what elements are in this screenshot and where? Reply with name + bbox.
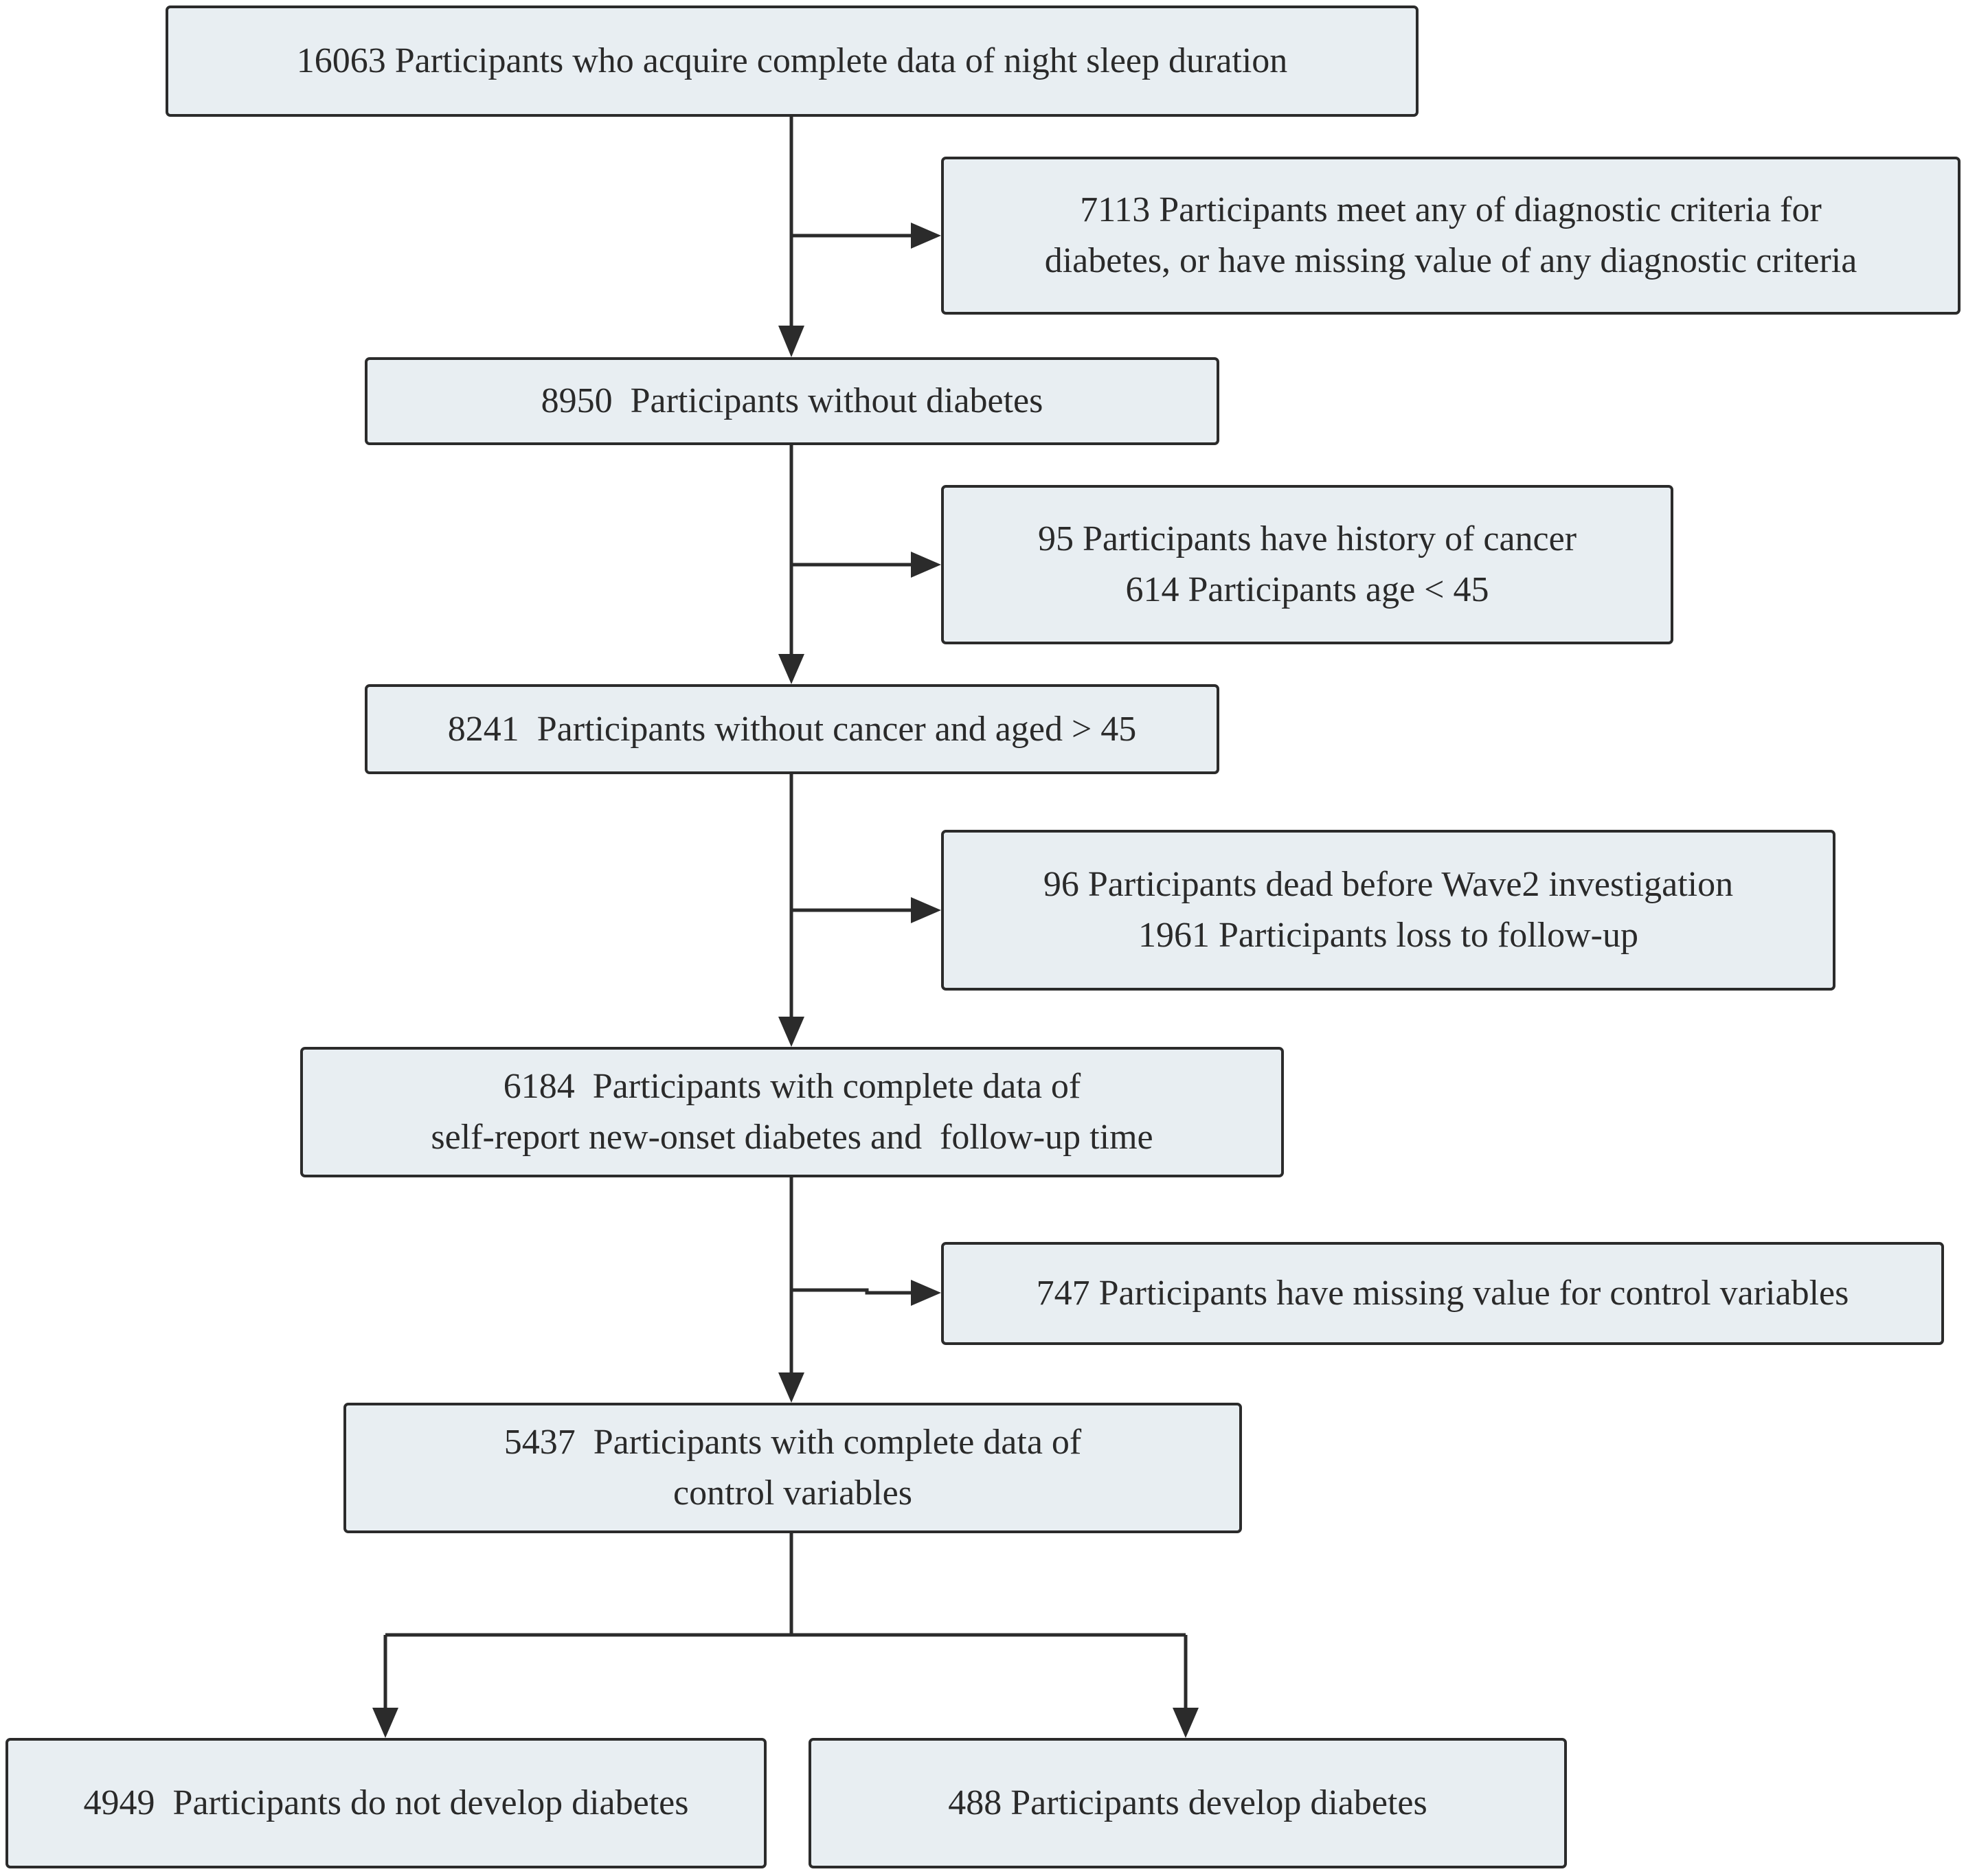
box-text-line: 4949 Participants do not develop diabete… xyxy=(83,1783,689,1822)
box-text-line: control variables xyxy=(673,1473,912,1513)
box-text-line: 7113 Participants meet any of diagnostic… xyxy=(1080,190,1822,229)
arrowhead-down-step4 xyxy=(778,1017,804,1047)
connector-branch-excl4 xyxy=(791,1288,914,1295)
box-text-line: 6184 Participants with complete data of xyxy=(503,1067,1081,1106)
box-initial-participants: 16063 Participants who acquire complete … xyxy=(166,5,1419,117)
arrowhead-down-step2 xyxy=(778,326,804,357)
box-text-line: 96 Participants dead before Wave2 invest… xyxy=(1043,865,1734,904)
box-without-diabetes: 8950 Participants without diabetes xyxy=(365,357,1219,445)
box-text-line: self-report new-onset diabetes and follo… xyxy=(431,1118,1153,1157)
box-text-line: 614 Participants age < 45 xyxy=(1125,570,1489,609)
arrowhead-down-outcome-yes xyxy=(1173,1708,1199,1738)
arrowhead-right-excl3 xyxy=(911,897,941,923)
arrowhead-right-excl2 xyxy=(911,552,941,578)
box-text-line: 5437 Participants with complete data of xyxy=(504,1423,1082,1462)
box-text-line: 95 Participants have history of cancer xyxy=(1037,519,1577,558)
arrowhead-right-excl1 xyxy=(911,223,941,249)
box-text-line: 1961 Participants loss to follow-up xyxy=(1138,916,1638,955)
box-outcome-no-diabetes: 4949 Participants do not develop diabete… xyxy=(5,1738,767,1868)
box-text-line: 488 Participants develop diabetes xyxy=(948,1783,1427,1822)
box-text-line: 747 Participants have missing value for … xyxy=(1036,1274,1849,1313)
box-exclusion-cancer-age: 95 Participants have history of cancer 6… xyxy=(941,485,1673,644)
box-exclusion-dead-loss: 96 Participants dead before Wave2 invest… xyxy=(941,830,1835,991)
arrowhead-right-excl4 xyxy=(911,1280,941,1306)
box-complete-follow-up: 6184 Participants with complete data of … xyxy=(300,1047,1284,1177)
box-exclusion-diabetes-criteria: 7113 Participants meet any of diagnostic… xyxy=(941,157,1961,315)
box-complete-controls: 5437 Participants with complete data of … xyxy=(343,1403,1242,1533)
box-text-line: 8241 Participants without cancer and age… xyxy=(447,709,1137,749)
box-text-line: diabetes, or have missing value of any d… xyxy=(1044,241,1857,280)
box-text-line: 16063 Participants who acquire complete … xyxy=(296,41,1288,80)
arrowhead-down-step5 xyxy=(778,1372,804,1403)
arrowhead-down-step3 xyxy=(778,654,804,684)
box-without-cancer-aged: 8241 Participants without cancer and age… xyxy=(365,684,1219,774)
box-text-line: 8950 Participants without diabetes xyxy=(541,381,1043,420)
arrowhead-down-outcome-no xyxy=(372,1708,398,1738)
box-outcome-diabetes: 488 Participants develop diabetes xyxy=(809,1738,1567,1868)
box-exclusion-missing-controls: 747 Participants have missing value for … xyxy=(941,1242,1944,1345)
